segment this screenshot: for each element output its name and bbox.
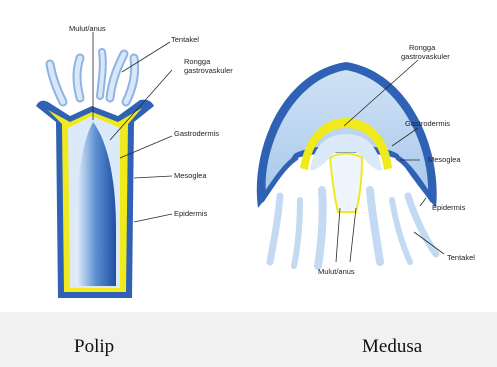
- medusa-label-cavity-1: Rongga: [409, 43, 436, 52]
- polip-label-cavity-1: Rongga: [184, 57, 211, 66]
- polip-label-tentacle: Tentakel: [171, 35, 199, 44]
- medusa-label-mesoglea: Mesoglea: [428, 155, 461, 164]
- polip-diagram: [36, 52, 154, 298]
- polip-label-gastrodermis: Gastrodermis: [174, 129, 219, 138]
- medusa-label-epidermis: Epidermis: [432, 203, 466, 212]
- medusa-label-gastrodermis: Gastrodermis: [405, 119, 450, 128]
- polip-tentacles: [50, 52, 135, 102]
- polip-label-epidermis: Epidermis: [174, 209, 208, 218]
- polip-label-mouth: Mulut/anus: [69, 24, 106, 33]
- polip-base: [58, 292, 132, 298]
- polip-caption: Polip: [74, 336, 114, 357]
- polip-label-mesoglea: Mesoglea: [174, 171, 207, 180]
- polip-label-cavity-2: gastrovaskuler: [184, 66, 233, 75]
- medusa-diagram: [257, 62, 437, 266]
- medusa-caption: Medusa: [362, 336, 423, 357]
- medusa-label-cavity-2: gastrovaskuler: [401, 52, 450, 61]
- medusa-label-mouth: Mulut/anus: [318, 267, 355, 276]
- medusa-label-tentacle: Tentakel: [447, 253, 475, 262]
- medusa-manubrium: [330, 154, 362, 213]
